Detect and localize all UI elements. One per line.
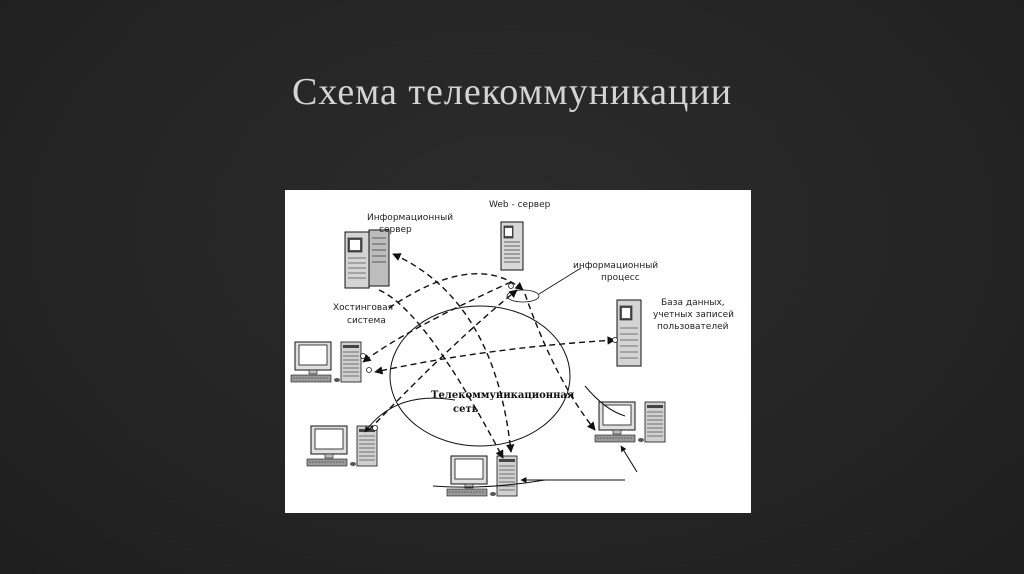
label-info-process-2: процесс xyxy=(601,273,640,283)
solid-links xyxy=(364,385,626,488)
label-database-2: учетных записей xyxy=(653,310,734,320)
info-process-ellipse xyxy=(506,289,540,303)
slide-title: Схема телекоммуникации xyxy=(291,71,733,113)
info-server-icon xyxy=(344,229,390,289)
label-hosting-1: Хостинговая xyxy=(333,303,393,313)
junctions xyxy=(360,283,618,431)
label-database-1: База данных, xyxy=(661,298,725,308)
telecom-diagram: Информационный сервер Web - сервер инфор… xyxy=(285,190,751,513)
label-hosting-2: система xyxy=(347,316,386,326)
connections xyxy=(362,253,616,459)
label-network-1: Телекоммуникационная xyxy=(431,390,575,401)
workstation-bottom-left-icon xyxy=(306,425,378,467)
network-ellipse xyxy=(389,305,571,447)
label-info-server-1: Информационный xyxy=(367,213,453,223)
workstation-left-icon xyxy=(290,341,362,383)
info-process-pointer xyxy=(538,267,582,295)
web-server-icon xyxy=(500,221,524,271)
database-server-icon xyxy=(616,299,642,367)
arrow-to-right-workstation xyxy=(620,445,638,473)
label-network-2: сеть xyxy=(453,404,479,415)
workstation-right-icon xyxy=(594,401,666,443)
label-database-3: пользователей xyxy=(657,322,729,332)
label-web-server: Web - сервер xyxy=(489,200,551,210)
label-info-server-2: сервер xyxy=(379,225,412,235)
workstation-bottom-icon xyxy=(446,455,518,497)
label-info-process-1: информационный xyxy=(573,261,658,271)
